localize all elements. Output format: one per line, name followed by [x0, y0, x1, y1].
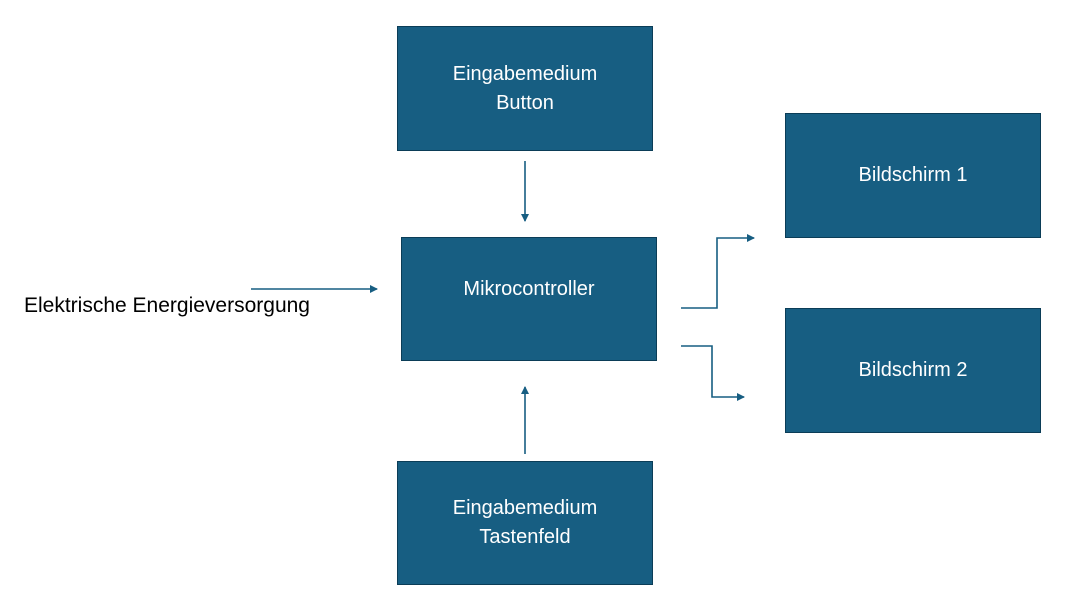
arrow-mcu-to-screen-2: [681, 345, 745, 401]
block-screen-2-label: Bildschirm 2: [858, 359, 968, 381]
block-screen-1-label: Bildschirm 1: [858, 164, 968, 186]
block-input-keypad-line2: Tastenfeld: [479, 526, 571, 548]
block-input-keypad: Eingabemedium Tastenfeld: [397, 461, 653, 585]
block-input-keypad-line1: Eingabemedium: [452, 497, 598, 519]
block-input-button-line2: Button: [496, 91, 554, 114]
power-supply-label: Elektrische Energieversorgung: [24, 294, 310, 317]
block-screen-2: Bildschirm 2: [785, 308, 1041, 433]
block-input-button-line1: Eingabemedium: [452, 62, 598, 85]
block-input-button: Eingabemedium Button: [397, 26, 653, 151]
arrow-mcu-to-screen-1: [681, 234, 755, 309]
block-microcontroller-label: Mikrocontroller: [463, 278, 595, 300]
block-screen-1: Bildschirm 1: [785, 113, 1041, 238]
block-microcontroller: Mikrocontroller: [401, 237, 657, 361]
